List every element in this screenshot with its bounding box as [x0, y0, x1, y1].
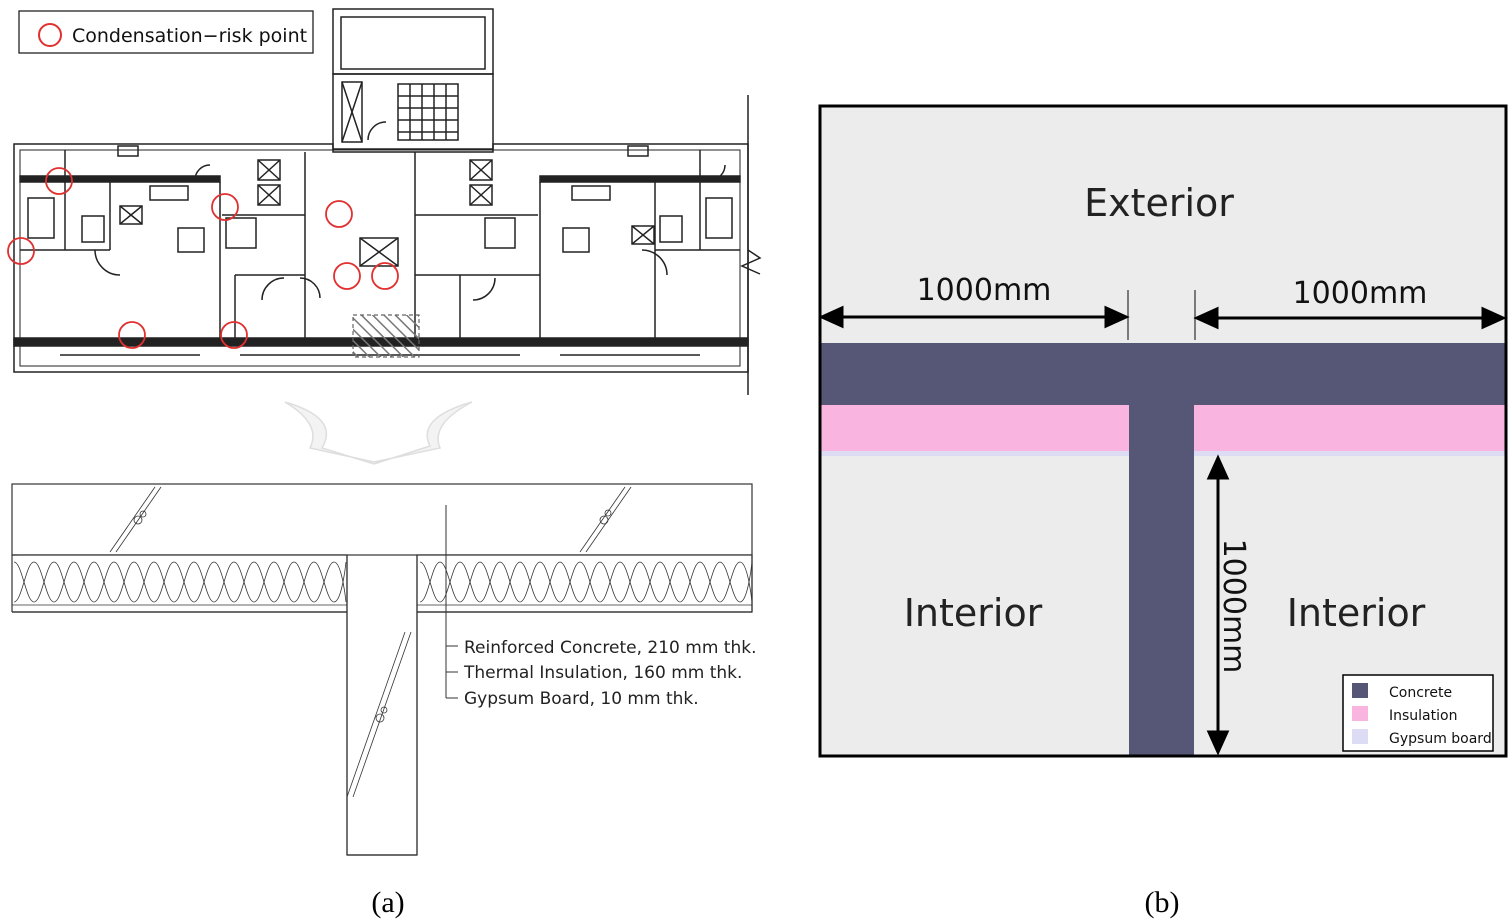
dimension-right-label: 1000mm — [1293, 276, 1428, 311]
dimension-right-arrow — [1193, 306, 1507, 330]
legend-label-concrete: Concrete — [1389, 685, 1452, 701]
interior-left-label: Interior — [904, 591, 1043, 635]
layer-label-insulation: Thermal Insulation, 160 mm thk. — [463, 663, 742, 683]
legend-swatch-concrete — [1352, 683, 1368, 698]
exterior-label: Exterior — [1084, 181, 1234, 225]
interior-right-label: Interior — [1287, 591, 1426, 635]
legend-label-insulation: Insulation — [1389, 708, 1457, 724]
insulation-right — [1194, 405, 1506, 451]
caption-a: (a) — [371, 886, 404, 919]
layer-label-gypsum: Gypsum Board, 10 mm thk. — [464, 689, 699, 709]
risk-point-marker — [220, 321, 248, 349]
wall-detail — [11, 483, 753, 856]
legend-a-label: Condensation−risk point — [72, 25, 307, 47]
legend-swatch-insulation — [1352, 706, 1368, 721]
risk-point-marker — [371, 262, 399, 290]
dimension-vertical-label: 1000mm — [1216, 539, 1251, 674]
zoom-arrow-icon — [284, 401, 473, 465]
gypsum-left — [820, 451, 1129, 456]
insulation-left — [820, 405, 1129, 451]
risk-point-marker — [7, 237, 35, 265]
risk-point-legend-icon — [38, 23, 62, 47]
risk-point-marker — [325, 200, 353, 228]
selected-junction-highlight — [352, 314, 420, 358]
dimension-left-label: 1000mm — [917, 273, 1052, 308]
legend-a: Condensation−risk point — [18, 10, 314, 54]
legend-b — [1342, 674, 1494, 752]
condensation-risk-markers — [7, 167, 399, 349]
risk-point-marker — [45, 167, 73, 195]
dimension-left-arrow — [818, 305, 1130, 329]
caption-b: (b) — [1145, 886, 1180, 919]
legend-label-gypsum: Gypsum board — [1389, 731, 1492, 747]
layer-label-concrete: Reinforced Concrete, 210 mm thk. — [464, 638, 756, 658]
gypsum-right — [1194, 451, 1506, 456]
dimension-vertical-arrow — [1206, 454, 1230, 756]
risk-point-marker — [118, 321, 146, 349]
model-b — [818, 104, 1508, 758]
risk-point-marker — [333, 262, 361, 290]
risk-point-marker — [211, 193, 239, 221]
legend-swatch-gypsum — [1352, 729, 1368, 744]
concrete-wall — [1129, 343, 1194, 756]
